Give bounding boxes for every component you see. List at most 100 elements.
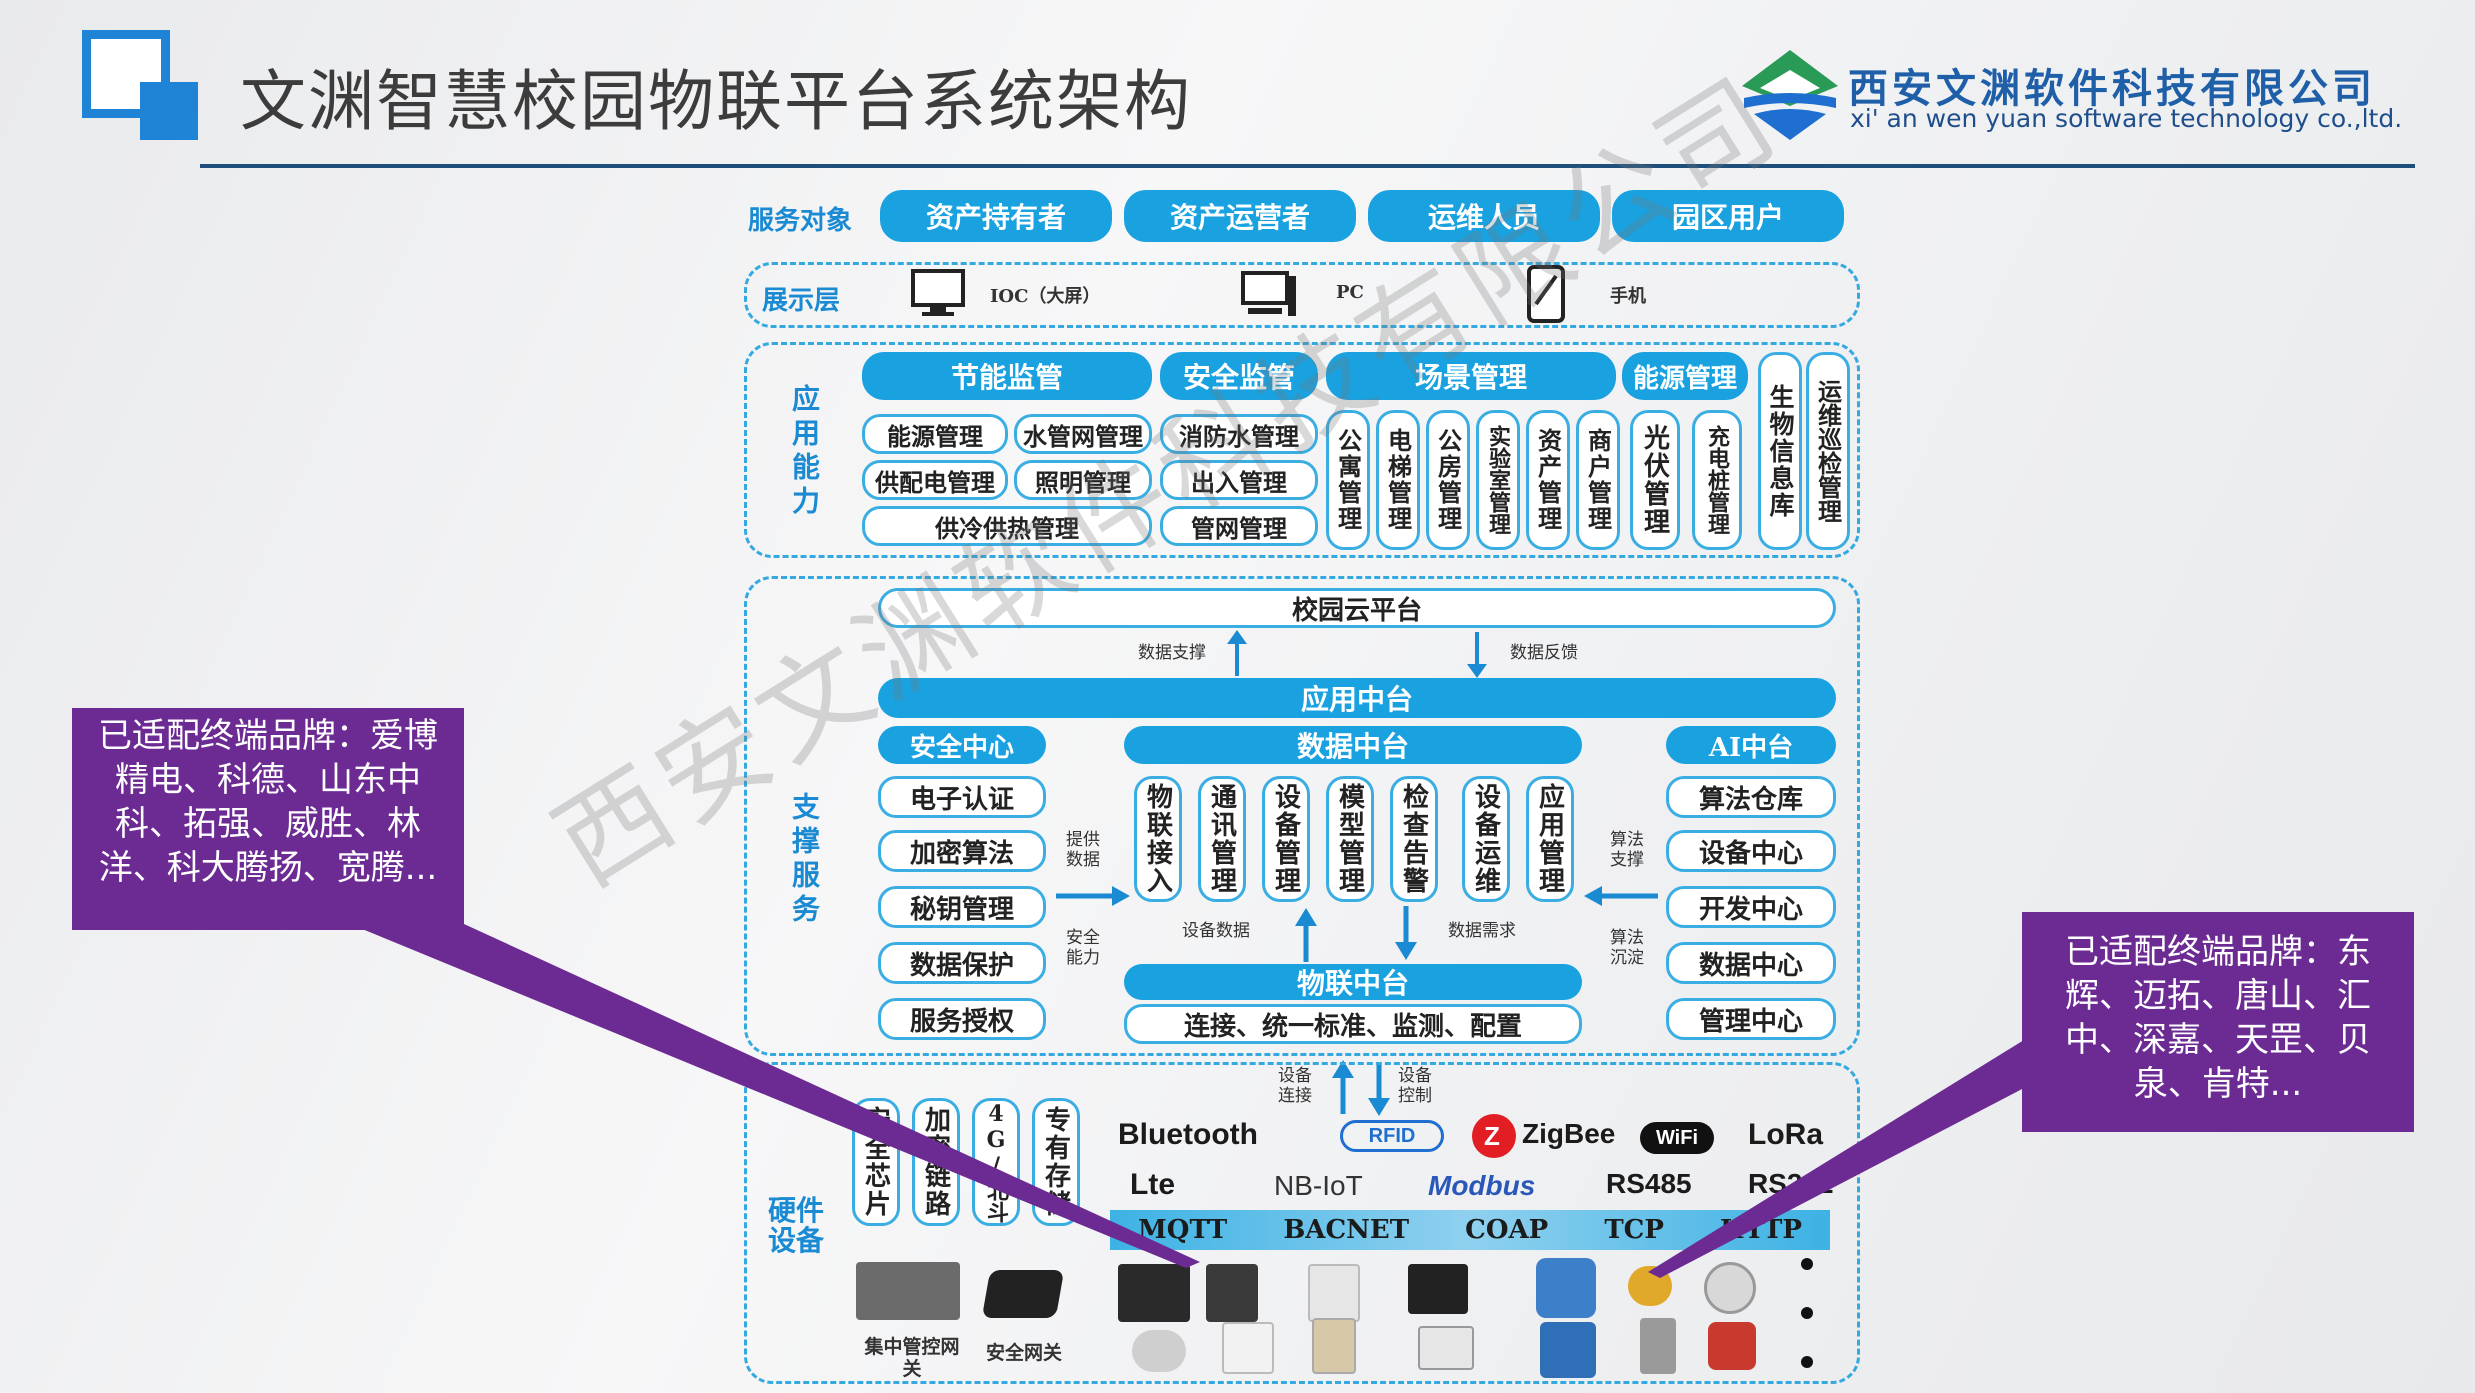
app-water-pipe: 水管网管理 <box>1014 414 1152 454</box>
algo-deposit-label: 算法沉淀 <box>1610 928 1644 968</box>
safe-ability-label: 安全能力 <box>1066 928 1100 968</box>
app-merchant: 商户管理 <box>1576 410 1620 550</box>
app-photovoltaic: 光伏管理 <box>1630 410 1680 550</box>
app-heating-cooling: 供冷供热管理 <box>862 506 1152 546</box>
energy-monitor-header: 节能监管 <box>862 352 1152 400</box>
bluetooth-logo: Bluetooth <box>1118 1118 1258 1151</box>
data-inspection-alarm: 检查告警 <box>1390 776 1438 902</box>
modbus-logo: Modbus <box>1428 1170 1536 1201</box>
iot-platform-desc: 连接、统一标准、监测、配置 <box>1124 1004 1582 1044</box>
energy-manage-header: 能源管理 <box>1622 352 1748 400</box>
app-charging-pile: 充电桩管理 <box>1692 410 1742 550</box>
device-thumbnail <box>1536 1258 1596 1318</box>
ai-data-center: 数据中心 <box>1666 942 1836 984</box>
support-layer-label: 支撑服务 <box>788 792 821 928</box>
display-layer-frame <box>744 262 1860 328</box>
device-connect-label: 设备连接 <box>1278 1066 1312 1106</box>
arrow-right-icon <box>1056 886 1130 906</box>
target-asset-operator: 资产运营者 <box>1124 190 1356 242</box>
app-elevator: 电梯管理 <box>1376 410 1420 550</box>
application-layer-frame <box>744 342 1860 558</box>
app-access: 出入管理 <box>1160 460 1318 500</box>
data-demand-label: 数据需求 <box>1448 921 1516 941</box>
app-energy-management: 能源管理 <box>862 414 1008 454</box>
service-targets-label: 服务对象 <box>748 206 853 236</box>
data-app-manage: 应用管理 <box>1526 776 1574 902</box>
support-layer-frame <box>744 576 1860 1056</box>
security-gateway-label: 安全网关 <box>986 1342 1063 1364</box>
data-comm-manage: 通讯管理 <box>1198 776 1246 902</box>
rfid-logo: RFID <box>1340 1120 1444 1152</box>
device-thumbnail <box>1704 1262 1756 1314</box>
phone-icon <box>1527 265 1565 323</box>
device-thumbnail <box>1312 1318 1356 1374</box>
sec-data-protection: 数据保护 <box>878 942 1046 984</box>
bus-mqtt: MQTT <box>1138 1215 1228 1245</box>
display-ioc: IOC（大屏） <box>990 286 1101 307</box>
sec-service-auth: 服务授权 <box>878 998 1046 1040</box>
safety-monitor-header: 安全监管 <box>1160 352 1318 400</box>
device-control-label: 设备控制 <box>1398 1066 1432 1106</box>
campus-cloud: 校园云平台 <box>878 588 1836 628</box>
svg-text:Z: Z <box>1484 1121 1500 1151</box>
data-iot-access: 物联接入 <box>1134 776 1182 902</box>
logo-square-fill <box>140 82 198 140</box>
data-platform-header: 数据中台 <box>1124 726 1582 764</box>
data-feedback-label: 数据反馈 <box>1510 643 1578 663</box>
zigbee-logo: ZigBee <box>1522 1118 1616 1149</box>
device-thumbnail <box>1540 1322 1596 1378</box>
arrow-down-icon <box>1368 1062 1390 1116</box>
page-title: 文渊智慧校园物联平台系统架构 <box>240 63 1192 140</box>
ai-manage-center: 管理中心 <box>1666 998 1836 1040</box>
scene-manage-header: 场景管理 <box>1326 352 1616 400</box>
device-thumbnail <box>1640 1318 1676 1374</box>
device-thumbnail <box>1408 1264 1468 1314</box>
display-mobile: 手机 <box>1610 286 1646 307</box>
app-apartment: 公寓管理 <box>1326 410 1370 550</box>
sec-e-auth: 电子认证 <box>878 776 1046 818</box>
callout-right: 已适配终端品牌：东辉、迈拓、唐山、汇中、深嘉、天罡、贝泉、肯特... <box>2022 912 2414 1132</box>
target-asset-owner: 资产持有者 <box>880 190 1112 242</box>
bus-bacnet: BACNET <box>1283 1215 1410 1245</box>
device-thumbnail <box>1222 1322 1274 1374</box>
zigbee-icon: Z <box>1472 1114 1516 1158</box>
bus-tcp: TCP <box>1604 1215 1664 1245</box>
device-data-label: 设备数据 <box>1182 921 1250 941</box>
arrow-up-icon <box>1227 630 1247 676</box>
device-thumbnail <box>1206 1264 1258 1322</box>
data-support-label: 数据支撑 <box>1138 643 1206 663</box>
sec-encryption: 加密算法 <box>878 830 1046 872</box>
arrow-down-icon <box>1395 906 1417 960</box>
algo-support-label: 算法支撑 <box>1610 830 1644 870</box>
app-lighting: 照明管理 <box>1014 460 1152 500</box>
nbiot-logo: NB-IoT <box>1274 1170 1363 1201</box>
hardware-layer-label: 硬件设备 <box>768 1194 825 1257</box>
device-thumbnail <box>1118 1264 1190 1322</box>
display-layer-label: 展示层 <box>762 286 841 316</box>
app-fire-water: 消防水管理 <box>1160 414 1318 454</box>
app-laboratory: 实验室管理 <box>1476 410 1520 550</box>
more-devices-ellipsis <box>1800 1258 1814 1368</box>
company-name-en: xi' an wen yuan software technology co.,… <box>1850 104 2403 133</box>
target-ops-staff: 运维人员 <box>1368 190 1600 242</box>
ai-dev-center: 开发中心 <box>1666 886 1836 928</box>
device-thumbnail <box>1418 1326 1474 1370</box>
company-name-cn: 西安文渊软件科技有限公司 <box>1848 65 2376 112</box>
app-bio-info: 生物信息库 <box>1758 352 1802 550</box>
hardware-layer-frame <box>744 1062 1860 1384</box>
data-device-manage: 设备管理 <box>1262 776 1310 902</box>
device-thumbnail <box>1132 1330 1186 1372</box>
ai-algo-repo: 算法仓库 <box>1666 776 1836 818</box>
lora-logo: LoRa <box>1748 1118 1823 1151</box>
callout-left: 已适配终端品牌：爱博精电、科德、山东中科、拓强、威胜、林洋、科大腾扬、宽腾... <box>72 708 464 930</box>
arrow-down-icon <box>1467 632 1487 678</box>
data-model-manage: 模型管理 <box>1326 776 1374 902</box>
wifi-logo: WiFi <box>1640 1122 1714 1154</box>
provide-data-label: 提供数据 <box>1066 830 1100 870</box>
arrow-up-icon <box>1295 908 1317 962</box>
app-ops-inspection: 运维巡检管理 <box>1806 352 1850 550</box>
header-divider <box>200 164 2415 168</box>
data-device-ops: 设备运维 <box>1462 776 1510 902</box>
monitor-icon <box>911 269 965 316</box>
